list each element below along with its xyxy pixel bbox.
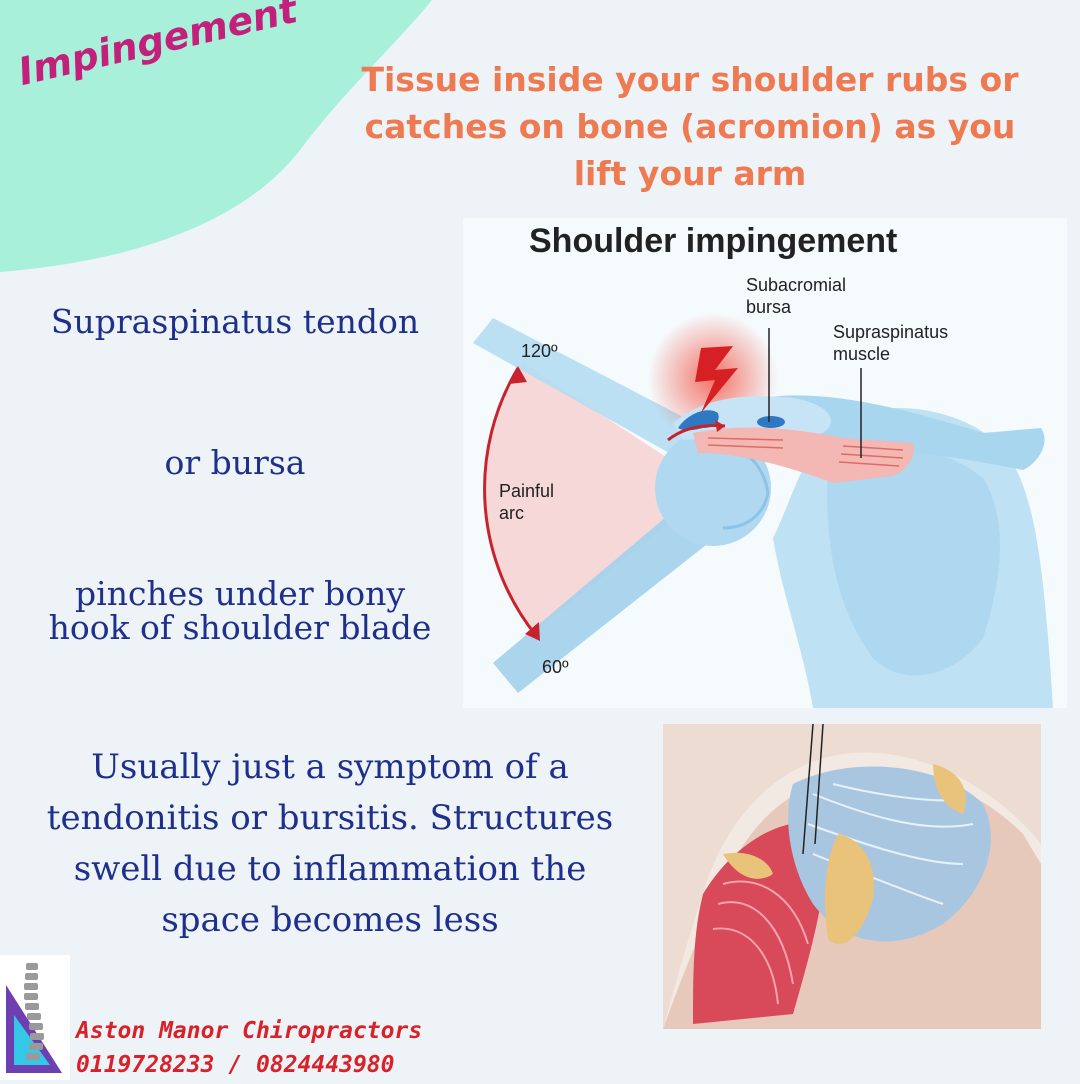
header-wave-shape [0, 0, 432, 272]
company-phones: 0119728233 / 0824443980 [76, 1052, 395, 1078]
side-text-line: pinches under bony [75, 574, 405, 613]
label-line: Subacromial [746, 275, 847, 295]
company-info: Aston Manor Chiropractors 0119728233 / 0… [76, 1014, 422, 1082]
side-text-pinches: pinches under bony hook of shoulder blad… [10, 577, 470, 645]
side-text-line: hook of shoulder blade [48, 608, 432, 647]
side-text-tendon: Supraspinatus tendon [50, 302, 420, 341]
label-line: muscle [833, 344, 891, 364]
chiropractor-logo [0, 955, 70, 1080]
explanation-line: space becomes less [161, 900, 499, 940]
headline-line: lift your arm [573, 154, 807, 193]
angle-label-60: 60º [542, 657, 569, 677]
explanation-line: tendonitis or bursitis. Structures [46, 798, 614, 838]
diagram-title: Shoulder impingement [529, 222, 898, 260]
explanation-line: swell due to inflammation the [73, 849, 587, 889]
headline-line: catches on bone (acromion) as you [364, 107, 1016, 146]
shoulder-anatomy-image [663, 724, 1041, 1029]
company-name: Aston Manor Chiropractors [76, 1018, 423, 1044]
label-line: Supraspinatus [833, 322, 949, 342]
explanation-line: Usually just a symptom of a [91, 747, 569, 787]
label-line: arc [499, 503, 525, 523]
headline-line: Tissue inside your shoulder rubs or [361, 60, 1019, 99]
shoulder-illustration [473, 313, 1053, 708]
label-subacromial-bursa: Subacromial bursa [746, 274, 846, 318]
painful-arc-label: Painful arc [499, 480, 554, 524]
side-text-bursa: or bursa [164, 443, 306, 482]
label-supraspinatus-muscle: Supraspinatus muscle [833, 321, 948, 365]
shoulder-impingement-diagram: Shoulder impingement Subacromial bursa S… [463, 218, 1067, 708]
label-line: Painful [499, 481, 555, 501]
angle-label-120: 120º [521, 341, 558, 361]
label-line: bursa [746, 297, 792, 317]
explanation-text: Usually just a symptom of a tendonitis o… [10, 742, 650, 946]
spine-logo-icon [6, 963, 62, 1073]
headline: Tissue inside your shoulder rubs or catc… [330, 56, 1050, 197]
